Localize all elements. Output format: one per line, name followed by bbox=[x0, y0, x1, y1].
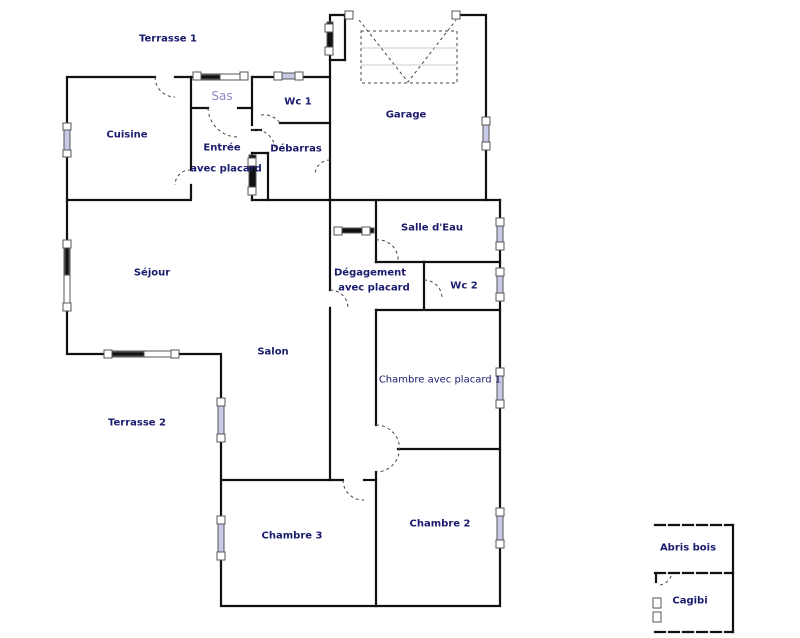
room-label-sas: Sas bbox=[211, 89, 233, 103]
windows bbox=[62, 10, 662, 623]
room-label-degagement-placard: avec placard bbox=[338, 282, 410, 294]
room-label-wc1: Wc 1 bbox=[284, 96, 312, 108]
room-label-wc2: Wc 2 bbox=[450, 280, 478, 292]
room-label-chambre3: Chambre 3 bbox=[261, 530, 323, 542]
room-label-debarras: Débarras bbox=[270, 143, 322, 155]
room-label-terrasse2: Terrasse 2 bbox=[107, 417, 167, 429]
room-label-salon: Salon bbox=[257, 346, 289, 358]
room-label-garage: Garage bbox=[385, 109, 427, 121]
room-label-entree: Entrée bbox=[203, 142, 241, 154]
doors bbox=[154, 19, 673, 586]
room-label-salle-eau: Salle d'Eau bbox=[401, 222, 463, 234]
room-label-cagibi: Cagibi bbox=[672, 595, 708, 607]
room-label-cuisine: Cuisine bbox=[106, 129, 148, 141]
room-label-chambre2: Chambre 2 bbox=[409, 518, 471, 530]
walls bbox=[65, 13, 735, 634]
room-label-degagement: Dégagement bbox=[333, 267, 407, 279]
room-label-sejour: Séjour bbox=[133, 267, 171, 279]
room-label-terrasse1: Terrasse 1 bbox=[138, 33, 198, 45]
room-label-abris-bois: Abris bois bbox=[659, 542, 717, 554]
room-label-chambre1: Chambre avec placard 1 bbox=[378, 374, 502, 386]
room-label-entree-placard: avec placard bbox=[190, 163, 262, 175]
